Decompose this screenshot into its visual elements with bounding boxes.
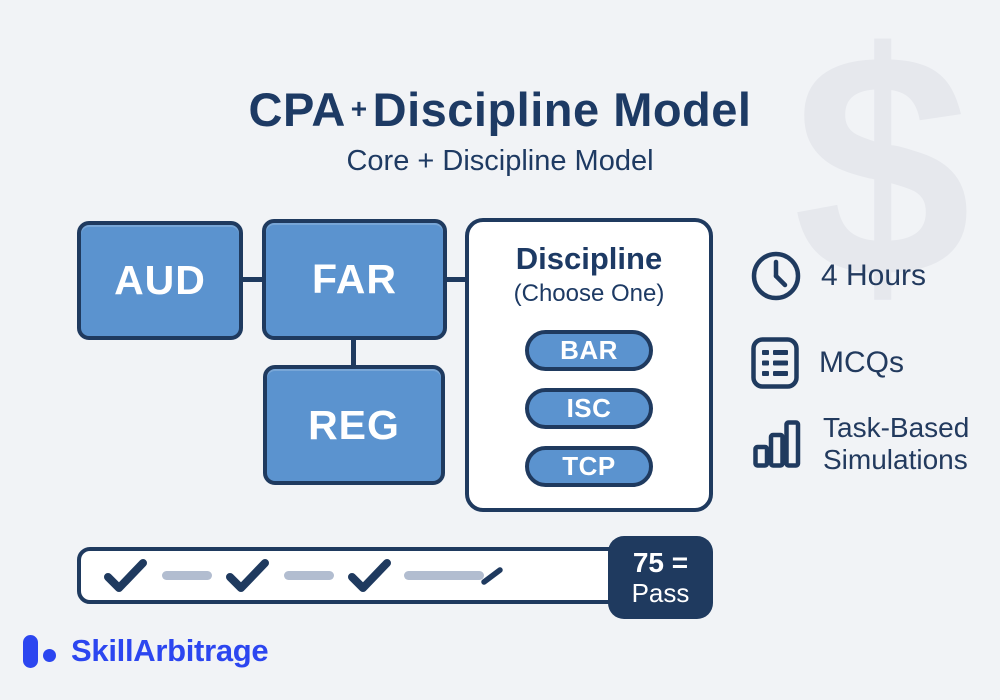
discipline-panel: Discipline (Choose One) BAR ISC TCP — [465, 218, 713, 512]
core-box-far: FAR — [262, 219, 447, 340]
feature-mcqs-label: MCQs — [819, 346, 904, 379]
dash-divider — [162, 571, 212, 580]
connector-far-reg — [351, 338, 356, 367]
discipline-heading: Discipline — [515, 241, 663, 276]
feature-mcqs: MCQs — [750, 336, 904, 390]
dash-divider — [404, 571, 484, 580]
feature-simulations-label: Task-Based Simulations — [823, 412, 970, 475]
pen-stroke-icon — [480, 566, 504, 586]
check-icon — [347, 557, 393, 595]
core-box-aud: AUD — [77, 221, 243, 340]
bar-chart-icon — [750, 418, 804, 470]
pass-score-badge: 75 = Pass — [608, 536, 713, 619]
feature-simulations: Task-Based Simulations — [750, 412, 993, 475]
logo-bar-icon — [23, 634, 38, 668]
discipline-subheading: (Choose One) — [513, 280, 665, 307]
title-core-part: CPA — [248, 83, 346, 136]
header: CPA+Discipline Model Core + Discipline M… — [0, 84, 1000, 178]
discipline-option-tcp: TCP — [525, 446, 653, 487]
pass-score-label: Pass — [631, 577, 690, 608]
logo-dot-icon — [43, 649, 56, 662]
clock-icon — [750, 250, 802, 302]
dollar-watermark-icon: $ — [793, 0, 971, 344]
connector-aud-far — [241, 277, 265, 282]
list-icon — [750, 336, 800, 390]
check-icon — [103, 557, 149, 595]
feature-duration: 4 Hours — [750, 250, 926, 302]
title-discipline-part: Discipline Model — [372, 83, 752, 136]
discipline-option-bar: BAR — [525, 330, 653, 371]
brand-name: SkillArbitrage — [71, 633, 269, 668]
connector-far-discipline — [444, 277, 468, 282]
check-icon — [225, 557, 271, 595]
progress-checklist-bar — [77, 547, 642, 604]
feature-duration-label: 4 Hours — [821, 259, 927, 292]
page-subtitle: Core + Discipline Model — [346, 144, 654, 177]
pass-score-value: 75 = — [632, 547, 689, 579]
page-title: CPA+Discipline Model — [0, 84, 1000, 136]
core-box-reg: REG — [263, 365, 445, 485]
brand-logo: SkillArbitrage — [23, 633, 269, 669]
plus-icon: + — [350, 93, 368, 124]
discipline-option-isc: ISC — [525, 388, 653, 429]
dash-divider — [284, 571, 334, 580]
